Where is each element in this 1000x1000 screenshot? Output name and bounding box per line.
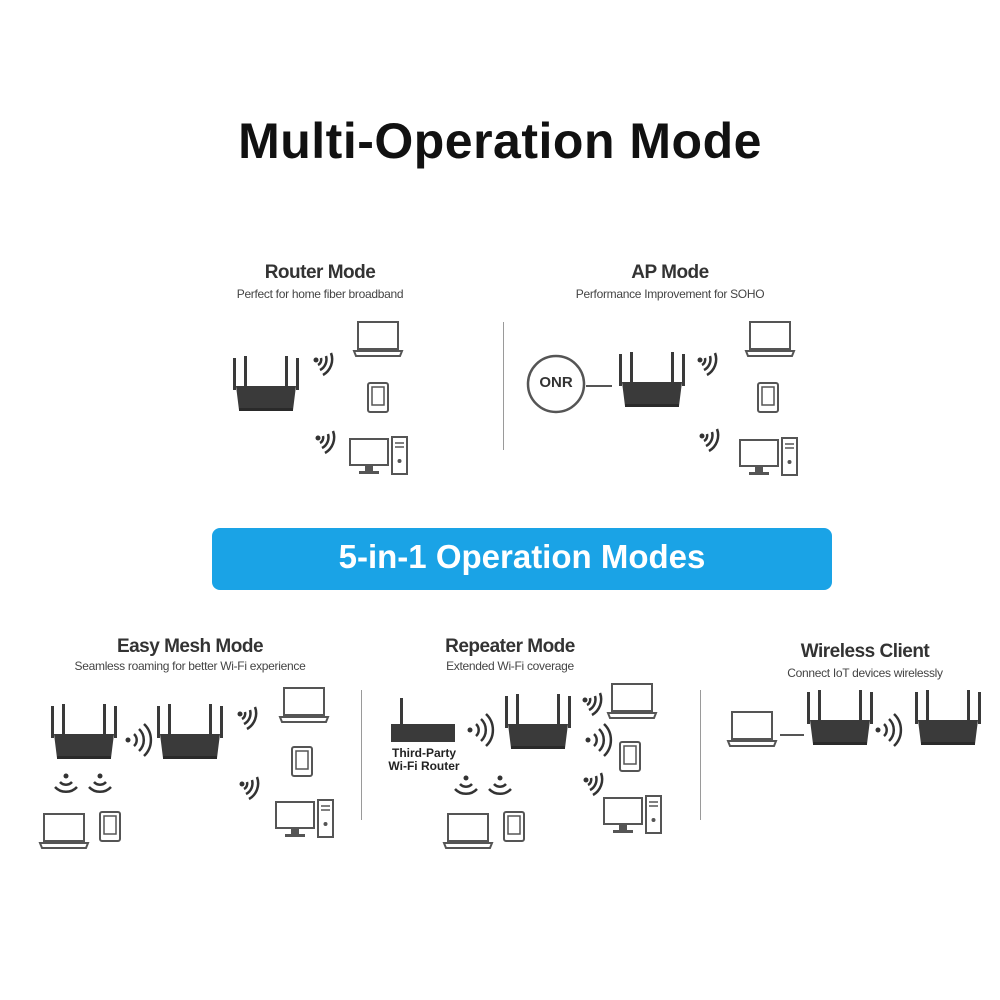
wifi-waves-icon: [238, 775, 260, 801]
router-mode-title: Router Mode: [264, 262, 376, 283]
laptop-icon: [727, 711, 777, 747]
wifi-waves-icon: [314, 429, 336, 455]
tablet-icon: [619, 741, 641, 772]
third-party-router-icon: [400, 698, 403, 726]
desktop-icon: [275, 799, 334, 838]
desktop-icon: [603, 795, 662, 834]
wifi-waves-icon: [453, 774, 479, 796]
repeater-mode-subtitle: Extended Wi-Fi coverage: [446, 659, 574, 673]
router-mode-subtitle: Perfect for home fiber broadband: [236, 287, 404, 301]
router-icon: [51, 704, 117, 759]
wifi-waves-icon: [53, 772, 79, 794]
laptop-icon: [279, 687, 329, 723]
onr-modem-icon: [526, 354, 586, 414]
easy-mesh-mode-subtitle: Seamless roaming for better Wi-Fi experi…: [74, 659, 306, 673]
wifi-waves-icon: [581, 691, 603, 717]
operation-modes-banner-label: 5-in-1 Operation Modes: [338, 538, 706, 575]
onr-label: ONR: [539, 374, 573, 391]
router-icon: [807, 690, 873, 745]
third-party-router-label: Third-Party Wi-Fi Router: [386, 747, 462, 773]
wifi-waves-icon: [584, 722, 613, 758]
wifi-waves-icon: [696, 351, 718, 377]
third-party-line-1: Third-Party: [391, 746, 456, 760]
wifi-waves-icon: [466, 712, 495, 748]
wifi-waves-icon: [487, 774, 513, 796]
tablet-icon: [291, 746, 313, 777]
desktop-icon: [739, 437, 798, 476]
router-icon: [233, 356, 299, 411]
divider: [361, 690, 362, 820]
desktop-icon: [349, 436, 408, 475]
wireless-client-title: Wireless Client: [800, 641, 930, 662]
third-party-line-2: Wi-Fi Router: [388, 759, 460, 773]
easy-mesh-mode-title: Easy Mesh Mode: [116, 636, 264, 657]
wifi-waves-icon: [874, 712, 903, 748]
wifi-waves-icon: [698, 427, 720, 453]
wifi-waves-icon: [582, 771, 604, 797]
router-icon: [915, 690, 981, 745]
repeater-mode-title: Repeater Mode: [445, 636, 575, 657]
divider: [700, 690, 701, 820]
page-title: Multi-Operation Mode: [238, 113, 762, 169]
router-icon: [505, 694, 571, 749]
ap-mode-title: AP Mode: [631, 262, 709, 283]
router-icon: [619, 352, 685, 407]
divider: [503, 322, 504, 450]
tablet-icon: [757, 382, 779, 413]
wifi-waves-icon: [312, 351, 334, 377]
wifi-waves-icon: [236, 705, 258, 731]
tablet-icon: [503, 811, 525, 842]
laptop-icon: [353, 321, 403, 357]
tablet-icon: [99, 811, 121, 842]
tablet-icon: [367, 382, 389, 413]
laptop-icon: [39, 813, 89, 849]
laptop-icon: [607, 683, 657, 719]
laptop-icon: [745, 321, 795, 357]
wireless-client-subtitle: Connect IoT devices wirelessly: [787, 666, 943, 680]
wifi-waves-icon: [124, 722, 153, 758]
router-icon: [157, 704, 223, 759]
operation-modes-banner: [212, 528, 832, 590]
wifi-waves-icon: [87, 772, 113, 794]
ap-mode-subtitle: Performance Improvement for SOHO: [575, 287, 765, 301]
laptop-icon: [443, 813, 493, 849]
